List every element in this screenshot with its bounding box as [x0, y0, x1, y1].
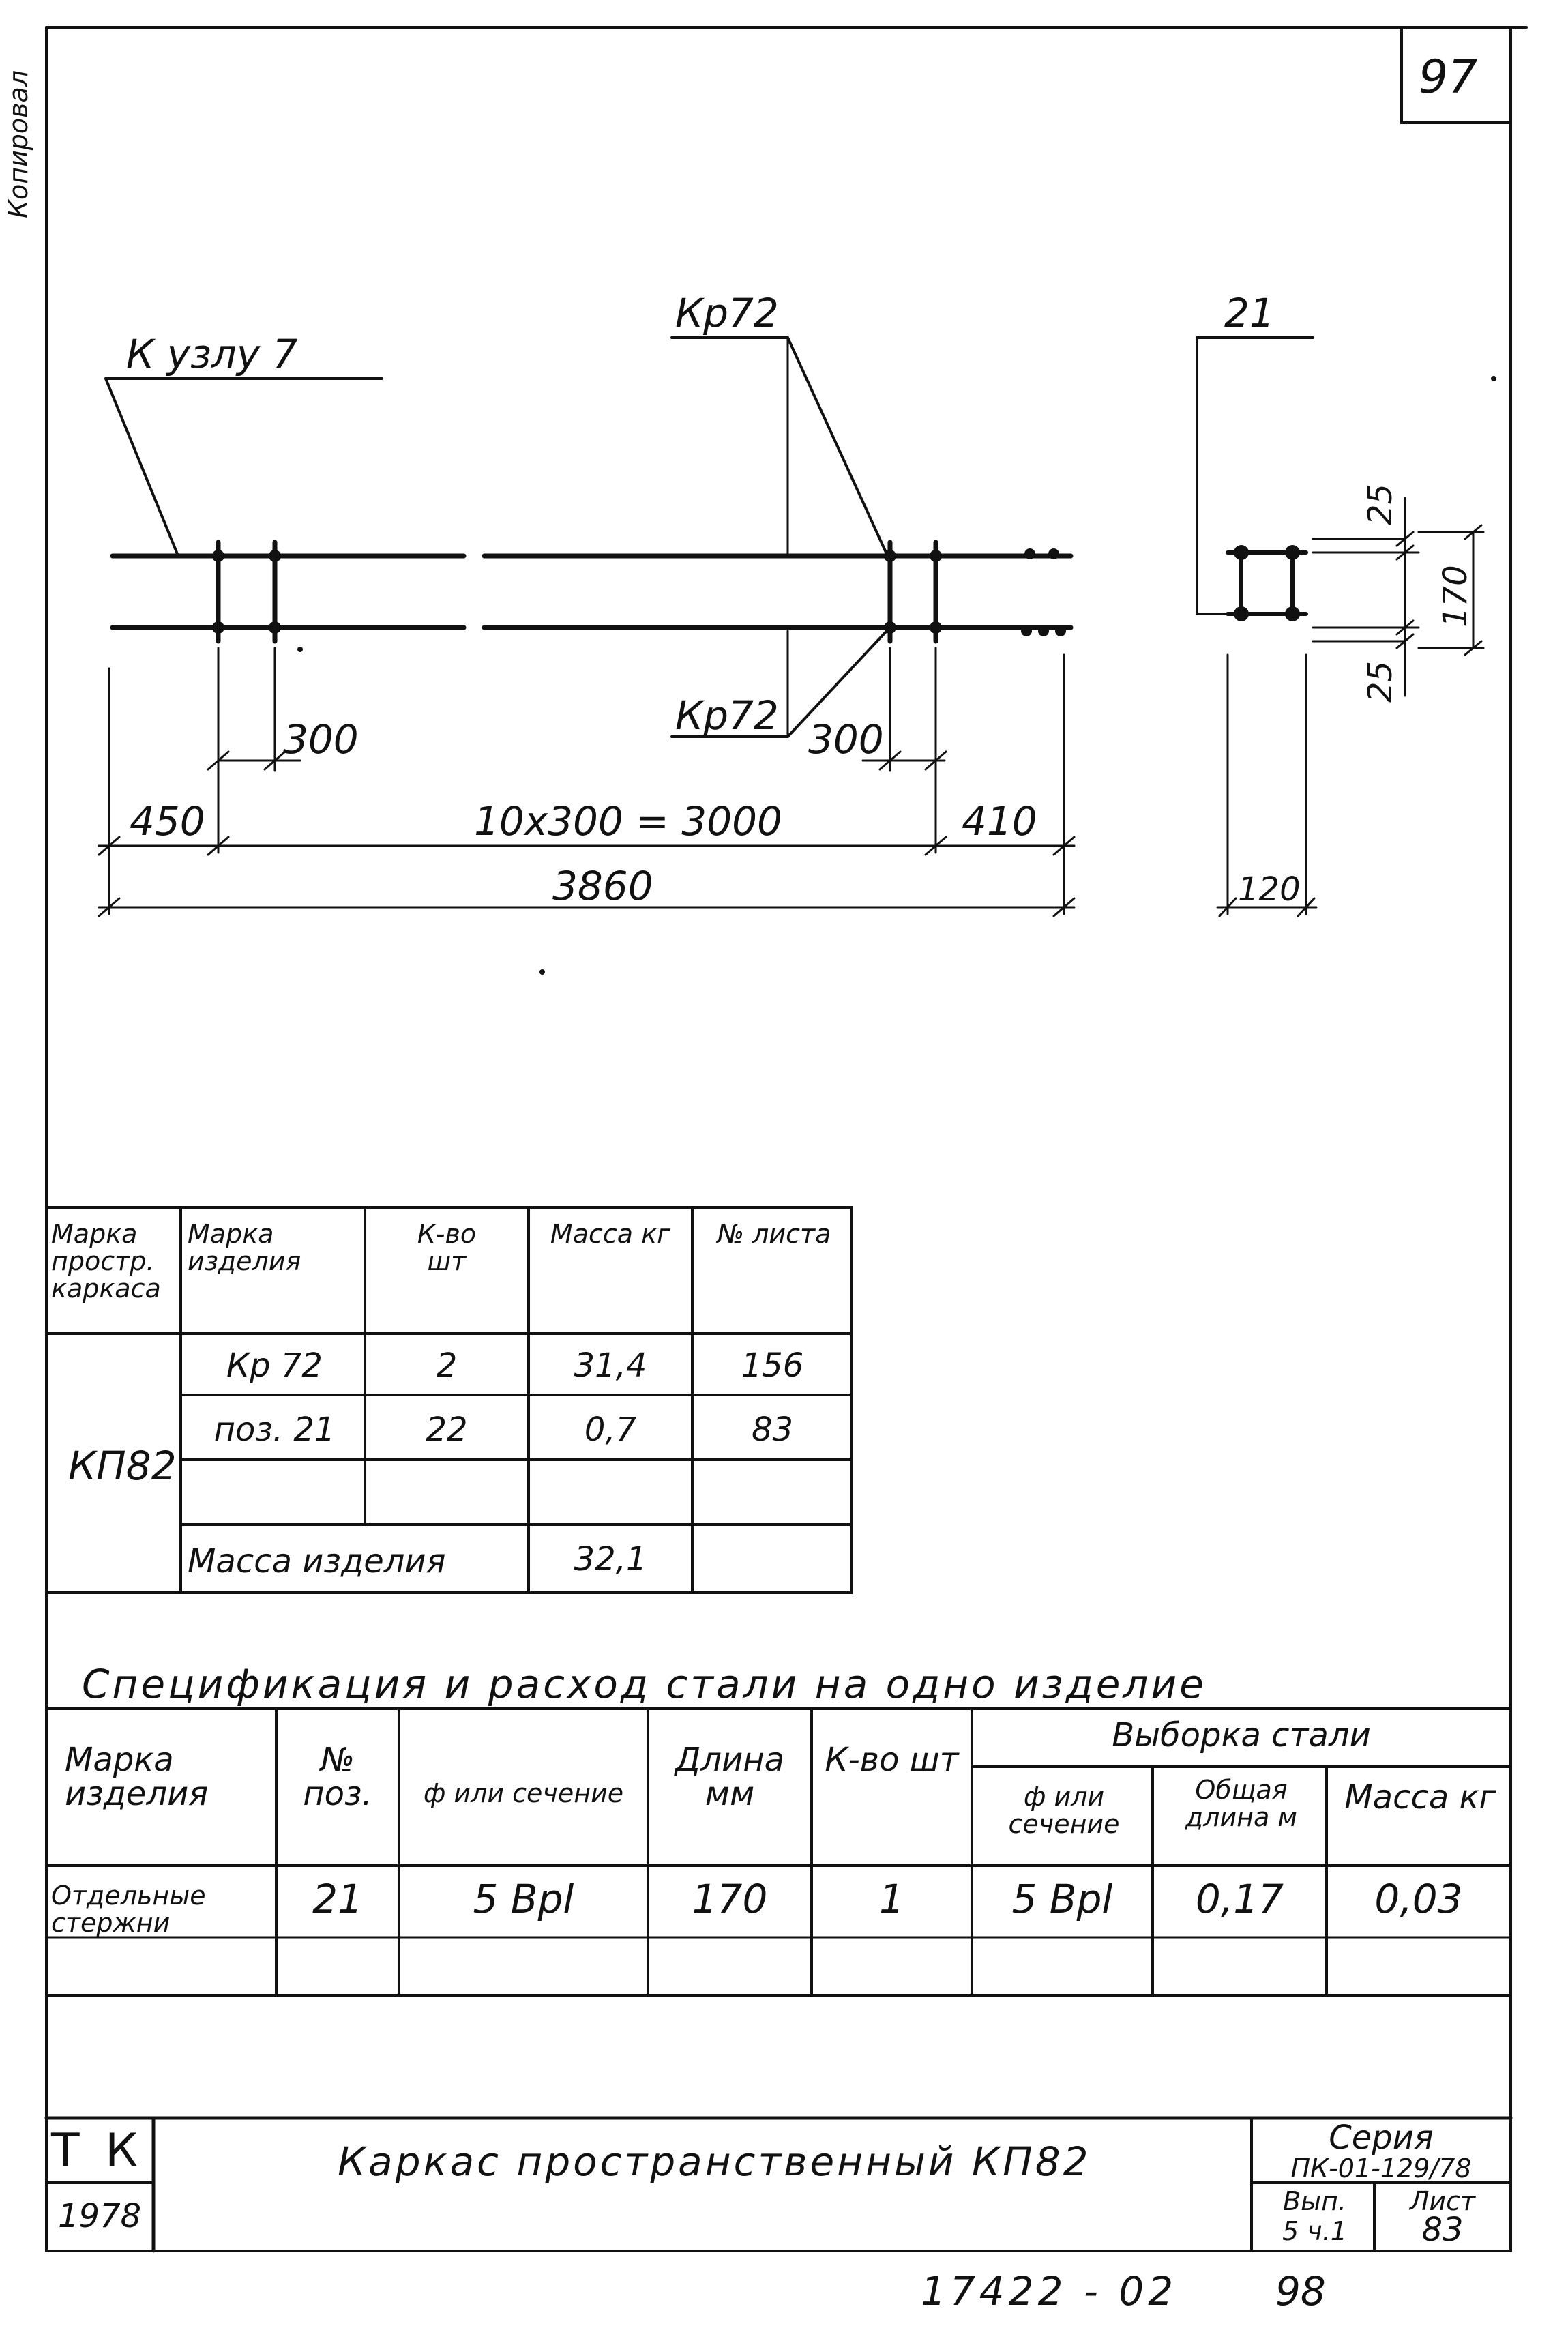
spec-row-sel-mass: 0,03 — [1374, 1876, 1463, 1922]
org-code: Т К — [51, 2124, 144, 2178]
spec-header-section: ф или сечение — [423, 1778, 624, 1808]
issue-value: 5 ч.1 — [1282, 2216, 1347, 2246]
series-value: ПК-01-129/78 — [1290, 2153, 1472, 2183]
spec-header-qty: К-во шт — [825, 1741, 959, 1779]
frame-row-2-qty: 22 — [426, 1411, 468, 1449]
frame-row-2-mass: 0,7 — [584, 1411, 637, 1449]
frame-total-label: Масса изделия — [188, 1542, 446, 1580]
spec-row-length: 170 — [692, 1876, 768, 1922]
series-label: Серия — [1329, 2119, 1434, 2157]
drawing-year: 1978 — [58, 2197, 142, 2235]
dim-25-bottom: 25 — [1361, 660, 1400, 703]
dim-120: 120 — [1238, 870, 1301, 909]
footer-number: 98 — [1275, 2268, 1326, 2314]
dim-3860: 3860 — [552, 863, 653, 909]
dim-170: 170 — [1436, 565, 1475, 628]
frame-table-header-qty: К-во шт — [417, 1219, 477, 1276]
frame-total-value: 32,1 — [574, 1540, 647, 1578]
spec-header-pos: № поз. — [303, 1741, 372, 1814]
dim-300-right: 300 — [808, 716, 884, 763]
spec-header-selection: Выборка стали — [1112, 1716, 1371, 1754]
spec-row-sel-section: 5 Врl — [1011, 1876, 1113, 1922]
frame-row-2-item: поз. 21 — [213, 1411, 336, 1449]
margin-note: Копировал — [3, 70, 33, 218]
frame-table-header-frame-mark: Марка простр. каркаса — [51, 1219, 161, 1304]
frame-mark-value: КП82 — [68, 1443, 177, 1489]
frame-row-1-qty: 2 — [436, 1346, 458, 1385]
sheet-value: 83 — [1421, 2211, 1464, 2249]
drawing-title: Каркас пространственный КП82 — [338, 2138, 1091, 2185]
spec-row-section: 5 Врl — [473, 1876, 574, 1922]
dim-25-top: 25 — [1361, 483, 1400, 525]
issue-label: Вып. — [1283, 2186, 1346, 2216]
spec-header-mark: Марка изделия — [65, 1741, 209, 1814]
spec-header-sel-mass: Масса кг — [1344, 1778, 1496, 1816]
frame-row-2-sheet: 83 — [751, 1411, 794, 1449]
page-number: 97 — [1419, 50, 1478, 104]
spec-title: Спецификация и расход стали на одно изде… — [82, 1661, 1207, 1707]
dim-450: 450 — [130, 798, 205, 844]
footer-code: 17422 - 02 — [921, 2268, 1178, 2314]
callout-kr72-bottom: Кр72 — [675, 692, 779, 739]
frame-table-header-item-mark: Марка изделия — [188, 1219, 301, 1276]
sheet-label: Лист — [1409, 2186, 1476, 2216]
spec-row-mark: Отдельные стержни — [51, 1881, 206, 1938]
spec-row-sel-length: 0,17 — [1195, 1876, 1284, 1922]
dim-410: 410 — [962, 798, 1037, 844]
spec-row-qty: 1 — [879, 1876, 904, 1922]
frame-table-header-sheet: № листа — [717, 1219, 831, 1249]
spec-header-sel-section: ф или сечение — [1008, 1782, 1120, 1839]
dim-3000: 10х300 = 3000 — [474, 798, 782, 844]
frame-table-header-mass: Масса кг — [550, 1219, 671, 1249]
callout-kr72-top: Кр72 — [675, 290, 779, 336]
callout-node: К узлу 7 — [126, 331, 298, 377]
spec-header-sel-length: Общая длина м — [1185, 1775, 1298, 1832]
frame-row-1-mass: 31,4 — [574, 1346, 647, 1385]
frame-row-1-sheet: 156 — [741, 1346, 804, 1385]
dim-300-left: 300 — [283, 716, 359, 763]
callout-pos-21: 21 — [1224, 290, 1275, 336]
frame-row-1-item: Кр 72 — [226, 1346, 323, 1385]
spec-row-pos: 21 — [312, 1876, 363, 1922]
spec-header-length: Длина мм — [675, 1741, 785, 1814]
